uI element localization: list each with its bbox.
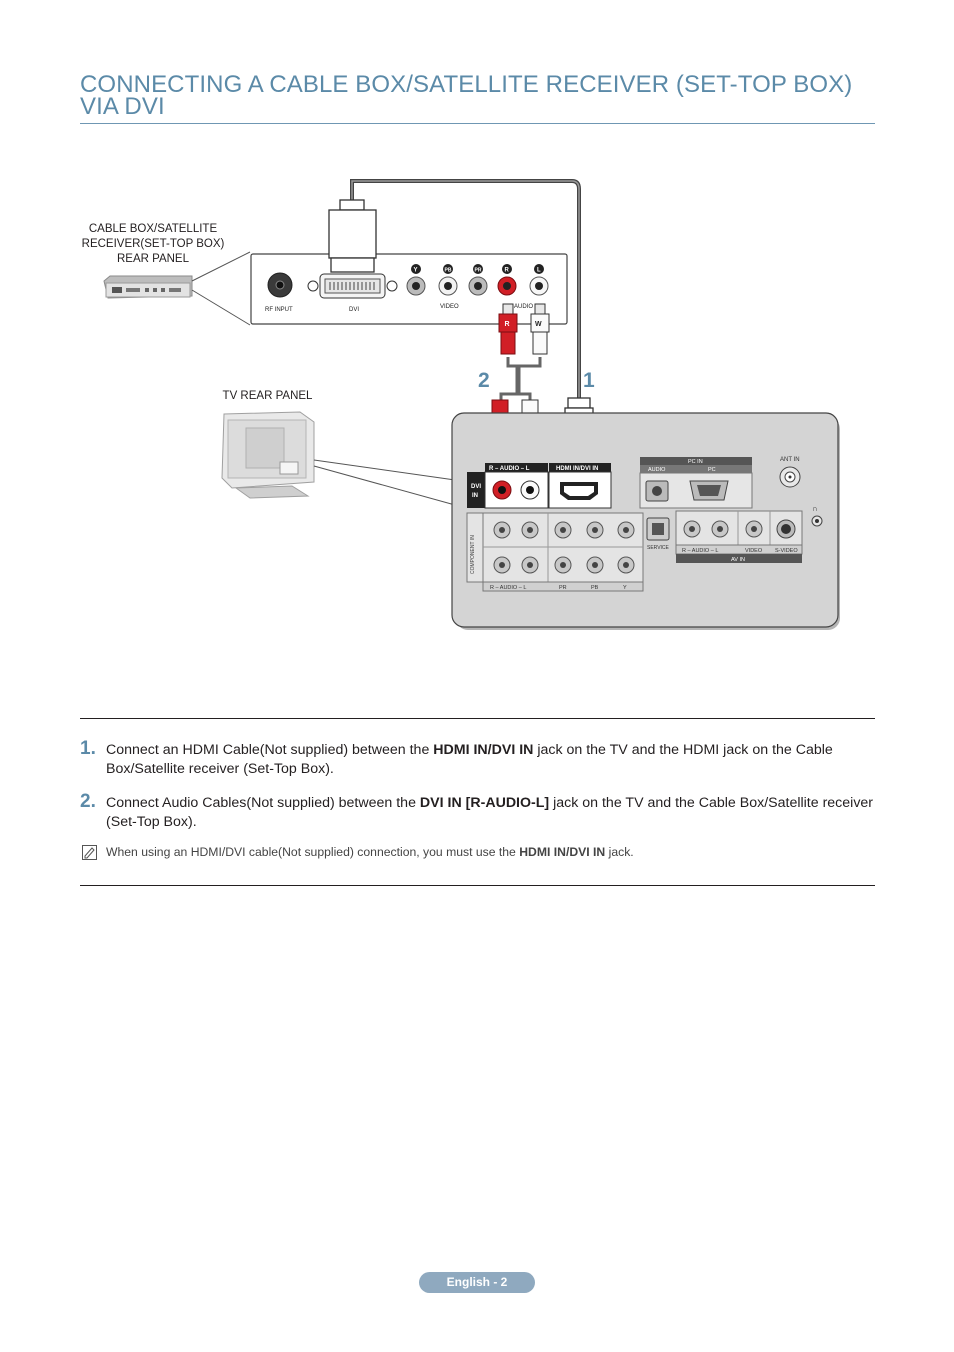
- video-port-label: VIDEO: [440, 304, 459, 310]
- cable-box-label-line: REAR PANEL: [116, 253, 189, 265]
- section-rule-bottom: [80, 885, 875, 886]
- component-y-label: Y: [623, 585, 627, 591]
- set-top-box-illustration: [103, 275, 193, 299]
- step-text-post: jack on the TV and the Cable Box/Satelli…: [106, 795, 874, 830]
- component-audio-label: R – AUDIO – L: [490, 585, 526, 591]
- page-title: CONNECTING A CABLE BOX/SATELLITE RECEIVE…: [80, 71, 853, 120]
- tv-rear-panel: DVI IN R – AUDIO – L HDMI IN/DVI IN PC I…: [451, 412, 840, 630]
- tv-rear-panel-label: TV REAR PANEL: [222, 390, 313, 402]
- box-r-label: R: [505, 268, 510, 274]
- av-video-label: VIDEO: [745, 548, 763, 554]
- audio-port-label: AUDIO: [514, 304, 533, 310]
- step-marker-2: 2: [478, 369, 490, 392]
- dvi-in-label: IN: [472, 493, 478, 499]
- cable-box-label-line: CABLE BOX/SATELLITE: [88, 223, 218, 235]
- dvi-in-label: DVI: [471, 484, 481, 490]
- pc-in-label: PC IN: [688, 459, 703, 465]
- white-plug-letter: W: [535, 321, 542, 328]
- note-text: When using an HDMI/DVI cable(Not supplie…: [106, 845, 634, 859]
- note-text-pre: When using an HDMI/DVI cable(Not supplie…: [106, 845, 520, 859]
- step-text-pre: Connect Audio Cables(Not supplied) betwe…: [106, 795, 420, 811]
- rf-input-label: RF INPUT: [265, 307, 293, 313]
- step-text-bold: HDMI IN/DVI IN: [433, 742, 534, 758]
- hdmi-in-header: HDMI IN/DVI IN: [556, 466, 598, 472]
- rca-plug-white-top: W: [530, 303, 550, 355]
- component-pb-label: PB: [591, 585, 599, 591]
- step-text-post: jack on the TV and the HDMI jack on the …: [106, 742, 833, 777]
- step-number: 2.: [80, 791, 96, 812]
- diagram-svg: RF INPUT DVI Y PB PR R L: [103, 179, 840, 630]
- headphone-icon: ∩: [812, 504, 818, 513]
- component-pr-label: PR: [559, 585, 567, 591]
- dvi-audio-header: R – AUDIO – L: [489, 466, 530, 472]
- note-text-post: jack.: [605, 845, 634, 859]
- box-l-label: L: [537, 268, 541, 274]
- note-icon: [82, 845, 97, 860]
- step-marker-1: 1: [583, 369, 595, 392]
- step-text: Connect Audio Cables(Not supplied) betwe…: [106, 794, 876, 832]
- note-text-bold: HDMI IN/DVI IN: [519, 845, 606, 859]
- section-rule-top: [80, 718, 875, 719]
- set-top-box-panel: RF INPUT DVI Y PB PR R L: [250, 253, 568, 325]
- pc-label: PC: [708, 467, 716, 473]
- tv-illustration: [221, 411, 315, 499]
- av-in-label: AV IN: [731, 557, 745, 563]
- connection-diagram: CABLE BOX/SATELLITE RECEIVER(SET-TOP BOX…: [0, 140, 954, 700]
- step-text-bold: DVI IN [R-AUDIO-L]: [419, 795, 550, 811]
- hdmi-plug-top: [328, 199, 377, 273]
- ant-in-label: ANT IN: [780, 457, 800, 463]
- step-text: Connect an HDMI Cable(Not supplied) betw…: [106, 741, 876, 779]
- page-footer-badge: English - 2: [419, 1272, 535, 1293]
- pc-audio-label: AUDIO: [648, 467, 666, 473]
- red-plug-letter: R: [505, 321, 510, 328]
- rca-plug-red-top: R: [498, 303, 518, 355]
- s-video-label: S-VIDEO: [775, 548, 798, 554]
- dvi-port-label: DVI: [349, 307, 359, 313]
- service-label: SERVICE: [647, 545, 670, 551]
- box-pb-label: PB: [445, 268, 452, 274]
- step-text-pre: Connect an HDMI Cable(Not supplied) betw…: [106, 742, 434, 758]
- component-in-label: COMPONENT IN: [470, 535, 476, 574]
- cable-box-label: CABLE BOX/SATELLITE RECEIVER(SET-TOP BOX…: [70, 222, 236, 267]
- cable-box-label-line: RECEIVER(SET-TOP BOX): [81, 238, 225, 250]
- title-rule: [80, 123, 875, 124]
- step-number: 1.: [80, 738, 96, 759]
- box-y-label: Y: [414, 268, 418, 274]
- av-audio-label: R – AUDIO – L: [682, 548, 718, 554]
- box-pr-label: PR: [475, 268, 482, 274]
